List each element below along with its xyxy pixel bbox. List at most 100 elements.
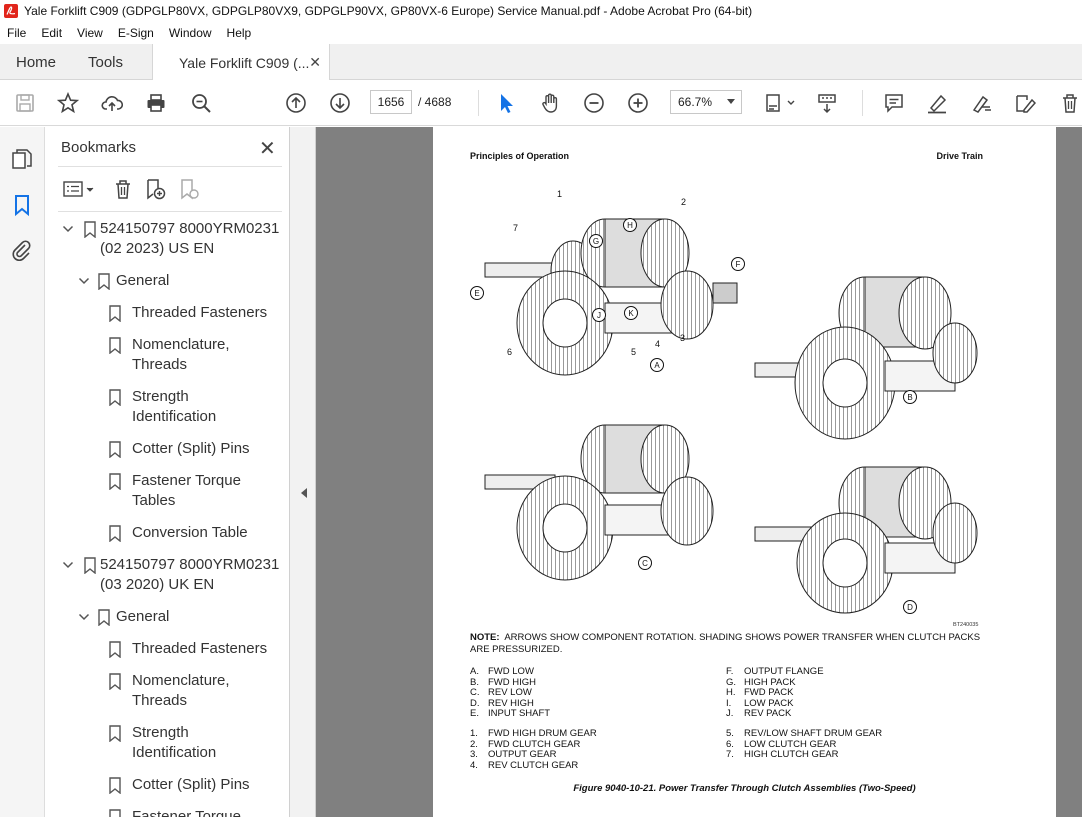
bookmark-item[interactable]: Cotter (Split) Pins	[46, 439, 274, 459]
bookmark-label-line: General	[116, 272, 170, 289]
bookmark-item[interactable]: Conversion Table	[46, 523, 274, 543]
bookmark-label-line: Fastener Torque	[132, 472, 241, 489]
chevron-down-icon[interactable]	[78, 611, 90, 623]
bookmark-icon	[109, 641, 121, 658]
bookmark-item[interactable]: General	[46, 607, 274, 627]
page-thumbnails-icon[interactable]	[10, 147, 34, 171]
chevron-down-icon[interactable]	[78, 275, 90, 287]
panel-label-a: A	[654, 361, 660, 370]
panel-splitter[interactable]	[290, 127, 316, 817]
page-fit-icon[interactable]	[762, 91, 798, 115]
chevron-down-icon[interactable]	[62, 559, 74, 571]
clutch-assembly-illustration: 1 2 3 4 5 6 7 G H J K E F A B	[470, 189, 978, 614]
panel-label-b: B	[907, 393, 912, 402]
bookmark-item[interactable]: 524150797 8000YRM0231(02 2023) US EN	[46, 219, 279, 259]
legend-value: FWD HIGH	[488, 676, 537, 688]
bookmarks-panel: Bookmarks ✕ 524150797 8000YRM0231(02 202…	[46, 127, 290, 817]
bookmark-label-line: Cotter (Split) Pins	[132, 776, 250, 793]
bookmark-label: Conversion Table	[132, 523, 248, 543]
page-number-input[interactable]: 1656	[370, 90, 412, 114]
close-tab-icon[interactable]: ✕	[309, 54, 321, 70]
toolbar-separator	[478, 90, 479, 116]
delete-trash-icon[interactable]	[1058, 91, 1082, 115]
menu-help[interactable]: Help	[226, 26, 252, 40]
zoom-in-icon[interactable]	[626, 91, 650, 115]
legend-key: 6.	[726, 738, 734, 750]
bookmark-icon	[109, 441, 121, 458]
legend-value: FWD HIGH DRUM GEAR	[488, 728, 597, 739]
bookmark-icon	[84, 221, 96, 238]
bookmarks-panel-icon[interactable]	[10, 193, 34, 217]
bookmark-item[interactable]: Threaded Fasteners	[46, 639, 274, 659]
chevron-down-icon[interactable]	[62, 223, 74, 235]
legend-value: LOW CLUTCH GEAR	[744, 738, 837, 750]
menu-esign[interactable]: E-Sign	[117, 26, 154, 40]
legend-row: C.REV LOW	[470, 688, 550, 699]
document-viewport[interactable]: Principles of Operation Drive Train	[316, 127, 1082, 817]
legend-value: REV LOW	[488, 687, 532, 699]
assembly-d-drawing	[754, 466, 978, 614]
menu-view[interactable]: View	[77, 26, 103, 40]
bookmark-item[interactable]: 524150797 8000YRM0231(03 2020) UK EN	[46, 555, 279, 595]
bookmark-item[interactable]: Nomenclature,Threads	[46, 671, 274, 711]
callout-4: 4	[655, 339, 660, 349]
tab-home[interactable]: Home	[16, 53, 57, 71]
print-icon[interactable]	[144, 91, 168, 115]
bookmark-label: Threaded Fasteners	[132, 303, 267, 323]
bookmark-item[interactable]: General	[46, 271, 274, 291]
close-panel-icon[interactable]: ✕	[259, 138, 276, 160]
sign-pen-icon[interactable]	[969, 91, 993, 115]
cloud-upload-icon[interactable]	[100, 91, 124, 115]
next-page-icon[interactable]	[328, 91, 352, 115]
menu-file[interactable]: File	[7, 26, 27, 40]
hand-tool-icon[interactable]	[538, 91, 562, 115]
tab-document[interactable]: Yale Forklift C909 (... ✕	[152, 44, 330, 81]
bookmark-item[interactable]: Threaded Fasteners	[46, 303, 274, 323]
bookmark-label-line: (02 2023) US EN	[100, 240, 215, 257]
legend-row: 1.FWD HIGH DRUM GEAR	[470, 728, 597, 740]
window-title: Yale Forklift C909 (GDPGLP80VX, GDPGLP80…	[24, 4, 753, 18]
tab-tools[interactable]: Tools	[88, 53, 124, 71]
comment-icon[interactable]	[882, 91, 906, 115]
bookmark-item[interactable]: Nomenclature,Threads	[46, 335, 274, 375]
bookmark-icon	[109, 809, 121, 817]
legend-row: 2.FWD CLUTCH GEAR	[470, 739, 597, 751]
bookmark-label: General	[116, 607, 169, 627]
menu-window[interactable]: Window	[168, 26, 212, 40]
highlight-pen-icon[interactable]	[925, 91, 949, 115]
legend-row: 3.OUTPUT GEAR	[470, 750, 597, 761]
legend-key: H.	[726, 687, 736, 699]
delete-bookmark-icon[interactable]	[112, 175, 134, 203]
collapse-panel-arrow-icon[interactable]	[301, 488, 307, 498]
attachments-paperclip-icon[interactable]	[10, 239, 34, 263]
scroll-mode-icon[interactable]	[815, 91, 839, 115]
bookmark-item[interactable]: Cotter (Split) Pins	[46, 775, 274, 795]
legend-value: LOW PACK	[744, 697, 794, 709]
zoom-level-select[interactable]: 66.7%	[670, 90, 742, 114]
zoom-out-icon[interactable]	[582, 91, 606, 115]
left-navigation-rail	[0, 127, 45, 817]
menu-edit[interactable]: Edit	[41, 26, 63, 40]
previous-page-icon[interactable]	[284, 91, 308, 115]
bookmark-label-line: Nomenclature,	[132, 336, 230, 353]
legend-key: E.	[470, 708, 479, 720]
edit-pdf-icon[interactable]	[1013, 91, 1037, 115]
select-cursor-icon[interactable]	[494, 91, 518, 115]
legend-value: REV PACK	[744, 708, 792, 720]
chevron-down-icon	[727, 99, 735, 104]
callout-j: J	[597, 311, 601, 320]
bookmark-properties-icon[interactable]	[178, 175, 200, 203]
bookmark-options-icon[interactable]	[62, 175, 96, 203]
save-icon[interactable]	[13, 91, 37, 115]
legend-value: INPUT SHAFT	[488, 708, 551, 720]
zoom-search-icon[interactable]	[189, 91, 213, 115]
new-bookmark-icon[interactable]	[144, 175, 166, 203]
star-bookmark-icon[interactable]	[56, 91, 80, 115]
bookmark-label: Nomenclature,Threads	[132, 335, 230, 375]
